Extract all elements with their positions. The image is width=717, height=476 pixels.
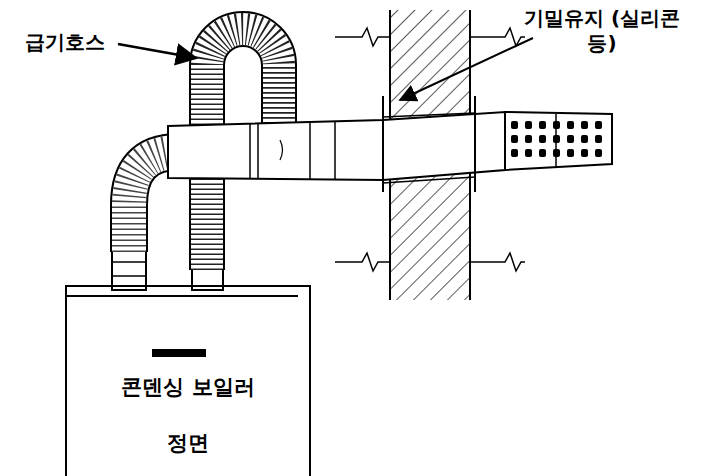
note-label: 기밀유지 (실리콘 등) [522,6,682,56]
part-label: 급기호스 [10,30,120,55]
vent-pipe [168,95,612,192]
boiler-body: 콘덴싱 보일러정면 [65,285,311,476]
leader-arrow [400,38,533,100]
boiler-text: 콘덴싱 보일러 [67,373,309,401]
boiler-text: 정면 [67,429,309,457]
boiler-detail [65,296,298,357]
leader-arrow [118,44,196,58]
